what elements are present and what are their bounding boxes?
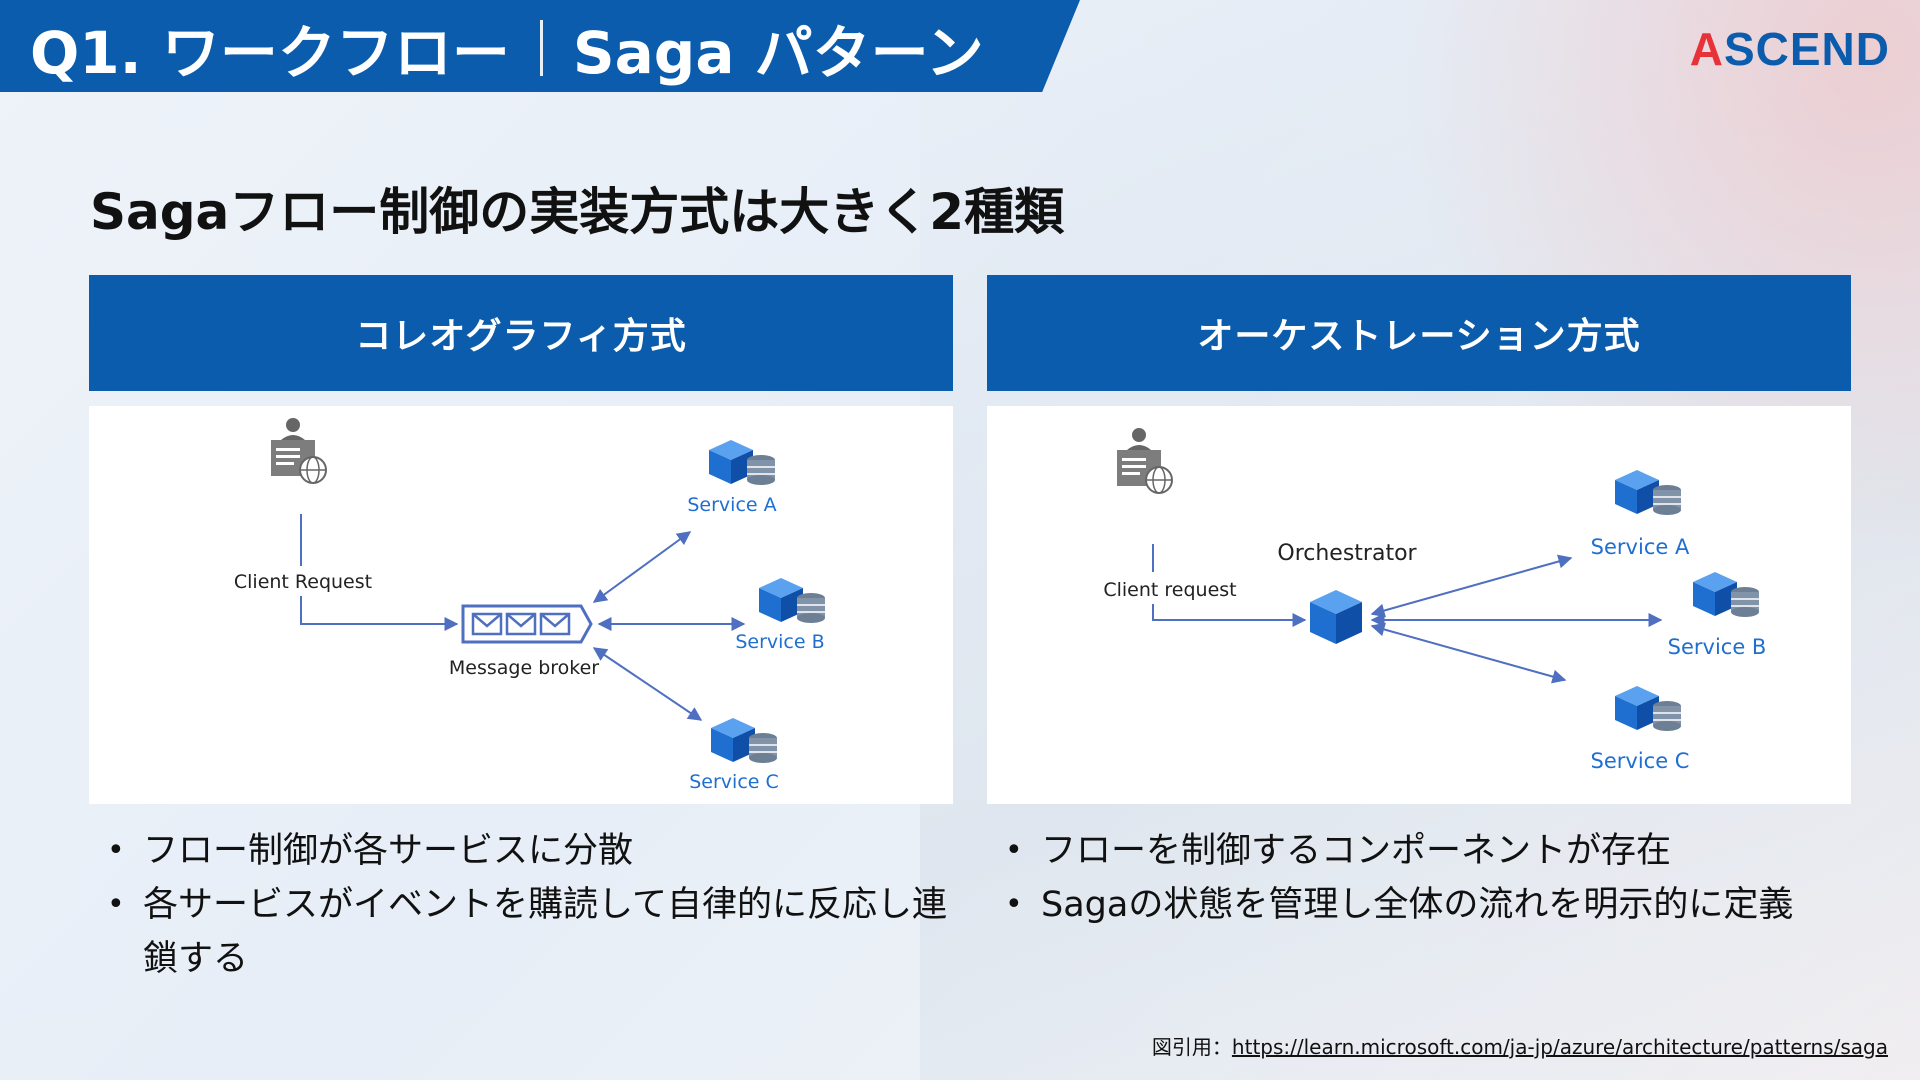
list-item: フロー制御が各サービスに分散 [89,824,949,878]
citation-prefix: 図引用： [1151,1035,1232,1059]
arrow-to-service-c [1370,622,1567,684]
orchestrator-label: Orchestrator [1277,541,1417,566]
service-a-icon [1614,469,1682,516]
page-title: Q1. ワークフロー Saga パターン [30,8,984,88]
service-b-icon [758,577,826,624]
logo-letter-a: A [1689,23,1724,75]
orchestration-heading: オーケストレーション方式 [987,275,1851,391]
orchestrator-icon [1310,590,1362,644]
client-icon [1116,427,1173,494]
service-b-label: Service B [1668,635,1767,659]
orchestration-bullets: フローを制御するコンポーネントが存在 Sagaの状態を管理し全体の流れを明示的に… [987,824,1851,932]
service-c-icon [1614,685,1682,732]
service-c-label: Service C [689,771,779,793]
arrow-to-service-a [1370,554,1573,618]
service-a-label: Service A [687,494,776,516]
list-item: Sagaの状態を管理し全体の流れを明示的に定義 [987,878,1851,932]
client-arrow [1152,604,1307,627]
choreography-diagram: Client Request Message broker Service A … [89,406,953,804]
arrow-to-service-c [592,647,703,721]
message-broker-label: Message broker [449,657,599,679]
logo-rest: SCEND [1723,23,1890,75]
choreography-heading: コレオグラフィ方式 [89,275,953,391]
title-part2: Saga パターン [572,19,984,87]
list-item: 各サービスがイベントを購読して自律的に反応し連鎖する [89,878,949,986]
service-b-icon [1692,571,1760,618]
ascend-logo: ASCEND [1690,22,1890,76]
orchestration-diagram: Client request Orchestrator Service A Se… [987,406,1851,804]
title-separator [539,20,543,76]
service-a-label: Service A [1591,535,1690,559]
service-c-icon [710,717,778,764]
client-arrow [300,596,459,631]
list-item: フローを制御するコンポーネントが存在 [987,824,1851,878]
title-part1: Q1. ワークフロー [30,19,510,87]
slide-subtitle: Sagaフロー制御の実装方式は大きく2種類 [90,183,1065,241]
client-request-label: Client request [1103,579,1236,601]
arrow-to-service-a [592,531,692,603]
choreography-bullets: フロー制御が各サービスに分散 各サービスがイベントを購読して自律的に反応し連鎖す… [89,824,949,986]
service-a-icon [708,439,776,486]
citation-link[interactable]: https://learn.microsoft.com/ja-jp/azure/… [1231,1035,1888,1059]
figure-citation: 図引用：https://learn.microsoft.com/ja-jp/az… [1152,1031,1888,1060]
service-c-label: Service C [1591,749,1690,773]
service-b-label: Service B [735,631,824,653]
client-icon [270,417,327,484]
client-request-label: Client Request [234,571,372,593]
message-broker-icon [461,604,593,644]
